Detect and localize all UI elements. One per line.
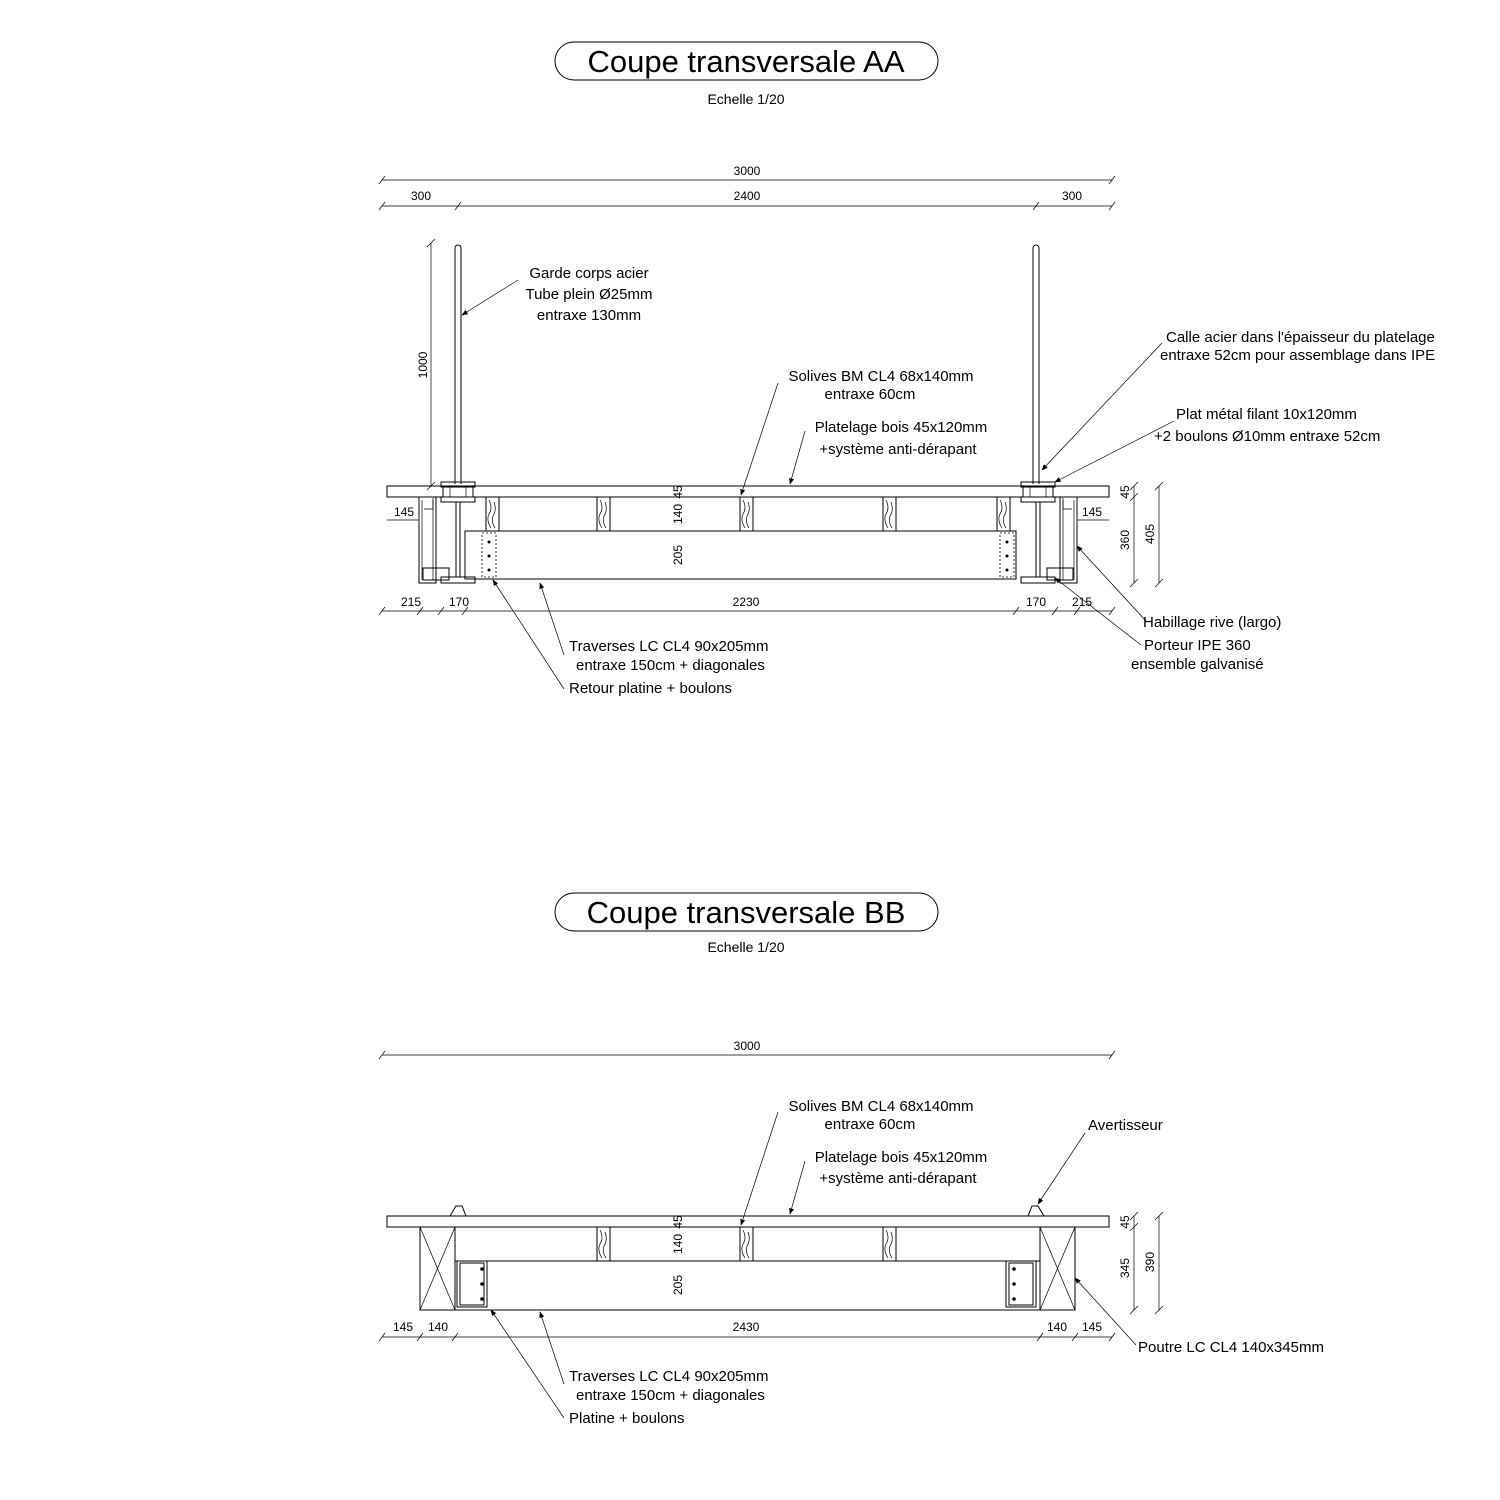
svg-text:45: 45 (671, 1215, 685, 1229)
annotations-aa: Garde corps acier Tube plein Ø25mm entra… (461, 265, 1435, 697)
svg-text:Solives BM CL4 68x140mm: Solives BM CL4 68x140mm (788, 368, 973, 385)
svg-text:140: 140 (671, 1234, 685, 1254)
svg-text:140: 140 (671, 504, 685, 524)
dim-total-bb: 3000 (734, 1039, 761, 1053)
bottom-dimensions-bb: 145 140 2430 140 145 (378, 1320, 1116, 1342)
joists-aa (485, 496, 1011, 532)
edge-trim-left-aa (418, 496, 450, 584)
svg-text:Traverses LC CL4 90x205mm: Traverses LC CL4 90x205mm (569, 638, 769, 655)
dim-hab-right: 145 (1082, 505, 1102, 519)
bolted-plate-left-bb (456, 1260, 488, 1308)
dim-total-aa: 3000 (734, 164, 761, 178)
top-dimensions-aa: 3000 300 2400 300 (378, 164, 1116, 211)
svg-text:Retour platine + boulons: Retour platine + boulons (569, 680, 732, 697)
svg-text:345: 345 (1118, 1258, 1132, 1278)
crossbeam-bb (454, 1260, 1041, 1311)
rail-base-right (1020, 481, 1056, 498)
dim-rail-height: 1000 (416, 351, 430, 378)
rail-base-left (440, 481, 476, 498)
side-beam-left-bb (419, 1226, 456, 1311)
svg-text:2430: 2430 (733, 1320, 760, 1334)
svg-text:+système anti-dérapant: +système anti-dérapant (819, 1170, 977, 1187)
svg-text:45: 45 (1118, 485, 1132, 499)
svg-text:Plat métal filant 10x120mm: Plat métal filant 10x120mm (1176, 406, 1357, 423)
svg-text:Platelage bois 45x120mm: Platelage bois 45x120mm (815, 1149, 988, 1166)
dim-middle-aa: 2400 (734, 189, 761, 203)
section-aa: Coupe transversale AA Echelle 1/20 3000 … (378, 41, 1435, 697)
right-vertical-dims-bb: 45 345 390 (1118, 1211, 1164, 1315)
svg-text:2230: 2230 (733, 595, 760, 609)
svg-text:Porteur IPE 360: Porteur IPE 360 (1144, 637, 1251, 654)
bottom-dimensions-aa: 215 170 2230 170 215 (378, 595, 1116, 616)
title-bb: Coupe transversale BB (587, 895, 906, 930)
svg-text:45: 45 (671, 485, 685, 499)
guard-rail-left (454, 244, 462, 484)
scale-aa: Echelle 1/20 (707, 91, 784, 107)
svg-text:Calle acier dans l'épaisseur d: Calle acier dans l'épaisseur du platelag… (1166, 329, 1435, 346)
warning-strip-left (449, 1205, 467, 1217)
svg-text:Avertisseur: Avertisseur (1088, 1117, 1163, 1134)
svg-text:205: 205 (671, 1275, 685, 1295)
svg-text:Poutre LC CL4 140x345mm: Poutre LC CL4 140x345mm (1138, 1339, 1324, 1356)
svg-text:Habillage rive (largo): Habillage rive (largo) (1143, 614, 1281, 631)
joists-bb (596, 1226, 897, 1262)
svg-text:205: 205 (671, 545, 685, 565)
svg-text:Tube plein Ø25mm: Tube plein Ø25mm (525, 286, 652, 303)
svg-text:Solives BM CL4 68x140mm: Solives BM CL4 68x140mm (788, 1098, 973, 1115)
dim-right-aa: 300 (1062, 189, 1082, 203)
svg-text:entraxe 52cm pour assemblage d: entraxe 52cm pour assemblage dans IPE (1160, 347, 1435, 364)
inline-vertical-dims-bb: 45 140 205 (671, 1215, 685, 1295)
svg-text:215: 215 (1072, 595, 1092, 609)
dim-hab-left: 145 (394, 505, 414, 519)
bolted-plate-right-aa (999, 532, 1015, 578)
svg-text:Traverses LC CL4 90x205mm: Traverses LC CL4 90x205mm (569, 1368, 769, 1385)
decking-bb (386, 1215, 1110, 1228)
svg-text:145: 145 (1082, 1320, 1102, 1334)
scale-bb: Echelle 1/20 (707, 939, 784, 955)
crossbeam-aa (464, 530, 1017, 580)
ipe-beam-right (1020, 496, 1056, 584)
svg-text:215: 215 (401, 595, 421, 609)
svg-text:+2 boulons Ø10mm entraxe 52cm: +2 boulons Ø10mm entraxe 52cm (1154, 428, 1380, 445)
svg-text:140: 140 (1047, 1320, 1067, 1334)
svg-text:140: 140 (428, 1320, 448, 1334)
section-bb: Coupe transversale BB Echelle 1/20 3000 (378, 892, 1324, 1427)
inline-vertical-dims-aa: 45 140 205 (671, 485, 685, 565)
title-frame-aa (554, 41, 939, 81)
guard-rail-right (1032, 244, 1040, 484)
svg-text:170: 170 (1026, 595, 1046, 609)
svg-text:Platine + boulons: Platine + boulons (569, 1410, 685, 1427)
svg-text:entraxe 150cm + diagonales: entraxe 150cm + diagonales (576, 657, 765, 674)
annotations-bb: Solives BM CL4 68x140mm entraxe 60cm Pla… (490, 1098, 1324, 1427)
svg-text:+système anti-dérapant: +système anti-dérapant (819, 441, 977, 458)
side-beam-right-bb (1039, 1226, 1076, 1311)
title-aa: Coupe transversale AA (587, 44, 904, 79)
dim-left-aa: 300 (411, 189, 431, 203)
bolted-plate-left-aa (481, 532, 497, 578)
decking-aa (386, 485, 1110, 498)
svg-text:ensemble galvanisé: ensemble galvanisé (1131, 656, 1264, 673)
svg-text:entraxe 60cm: entraxe 60cm (825, 386, 916, 403)
svg-text:entraxe 150cm + diagonales: entraxe 150cm + diagonales (576, 1387, 765, 1404)
svg-text:entraxe 60cm: entraxe 60cm (825, 1116, 916, 1133)
edge-trim-right-aa (1046, 496, 1078, 584)
ipe-beam-left (440, 496, 476, 584)
top-dimension-bb: 3000 (378, 1039, 1116, 1060)
svg-text:Garde corps acier: Garde corps acier (529, 265, 648, 282)
title-frame-bb (554, 892, 939, 932)
svg-text:390: 390 (1143, 1252, 1157, 1272)
bolted-plate-right-bb (1005, 1260, 1037, 1308)
svg-text:45: 45 (1118, 1215, 1132, 1229)
svg-text:360: 360 (1118, 530, 1132, 550)
svg-text:145: 145 (393, 1320, 413, 1334)
svg-text:Platelage bois 45x120mm: Platelage bois 45x120mm (815, 419, 988, 436)
svg-text:entraxe 130mm: entraxe 130mm (537, 307, 641, 324)
rail-height-dim-aa: 1000 (416, 238, 436, 491)
warning-strip-right (1027, 1205, 1045, 1217)
svg-text:170: 170 (449, 595, 469, 609)
svg-text:405: 405 (1143, 524, 1157, 544)
right-vertical-dims-aa: 45 360 405 (1118, 481, 1164, 588)
